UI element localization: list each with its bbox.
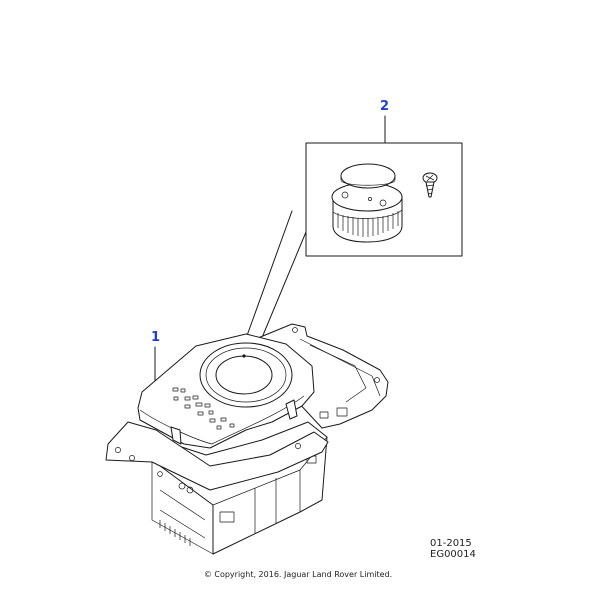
callout-2[interactable]: 2 <box>380 99 389 114</box>
detail-leader-b <box>255 231 307 353</box>
inset-detail-box <box>305 142 463 257</box>
copyright-notice: © Copyright, 2016. Jaguar Land Rover Lim… <box>204 570 392 579</box>
date-code: 01-2015 <box>430 538 472 549</box>
gear-selector-assembly-illustration[interactable] <box>105 323 389 555</box>
screw-illustration[interactable] <box>422 172 438 198</box>
callout-1[interactable]: 1 <box>151 330 160 345</box>
drawing-code: EG00014 <box>430 549 476 560</box>
rotary-knob-illustration[interactable] <box>331 163 403 243</box>
detail-leader-a <box>239 210 293 356</box>
